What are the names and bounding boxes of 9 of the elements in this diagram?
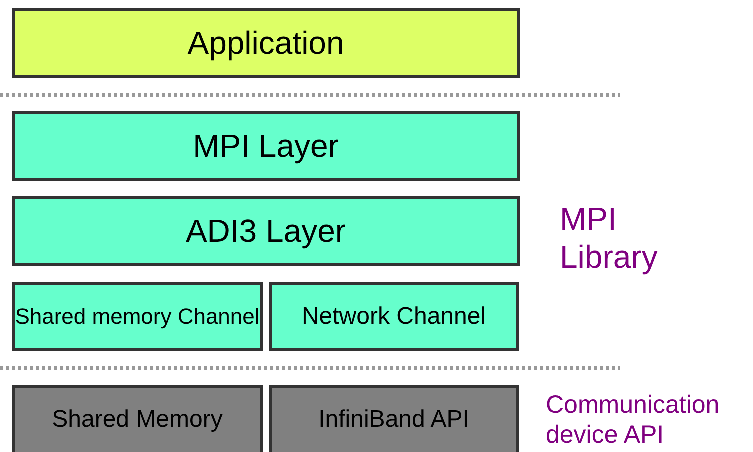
application-layer-box: Application [12, 8, 520, 78]
device-box: Shared Memory [12, 385, 263, 452]
group-label: Communication device API [546, 390, 721, 450]
layer-box: ADI3 Layer [12, 196, 520, 266]
channel-box: Network Channel [269, 282, 519, 351]
layer-box: MPI Layer [12, 111, 520, 181]
device-box: InfiniBand API [269, 385, 519, 452]
group-label: MPI Library [560, 200, 659, 277]
channel-box: Shared memory Channel [12, 282, 263, 351]
